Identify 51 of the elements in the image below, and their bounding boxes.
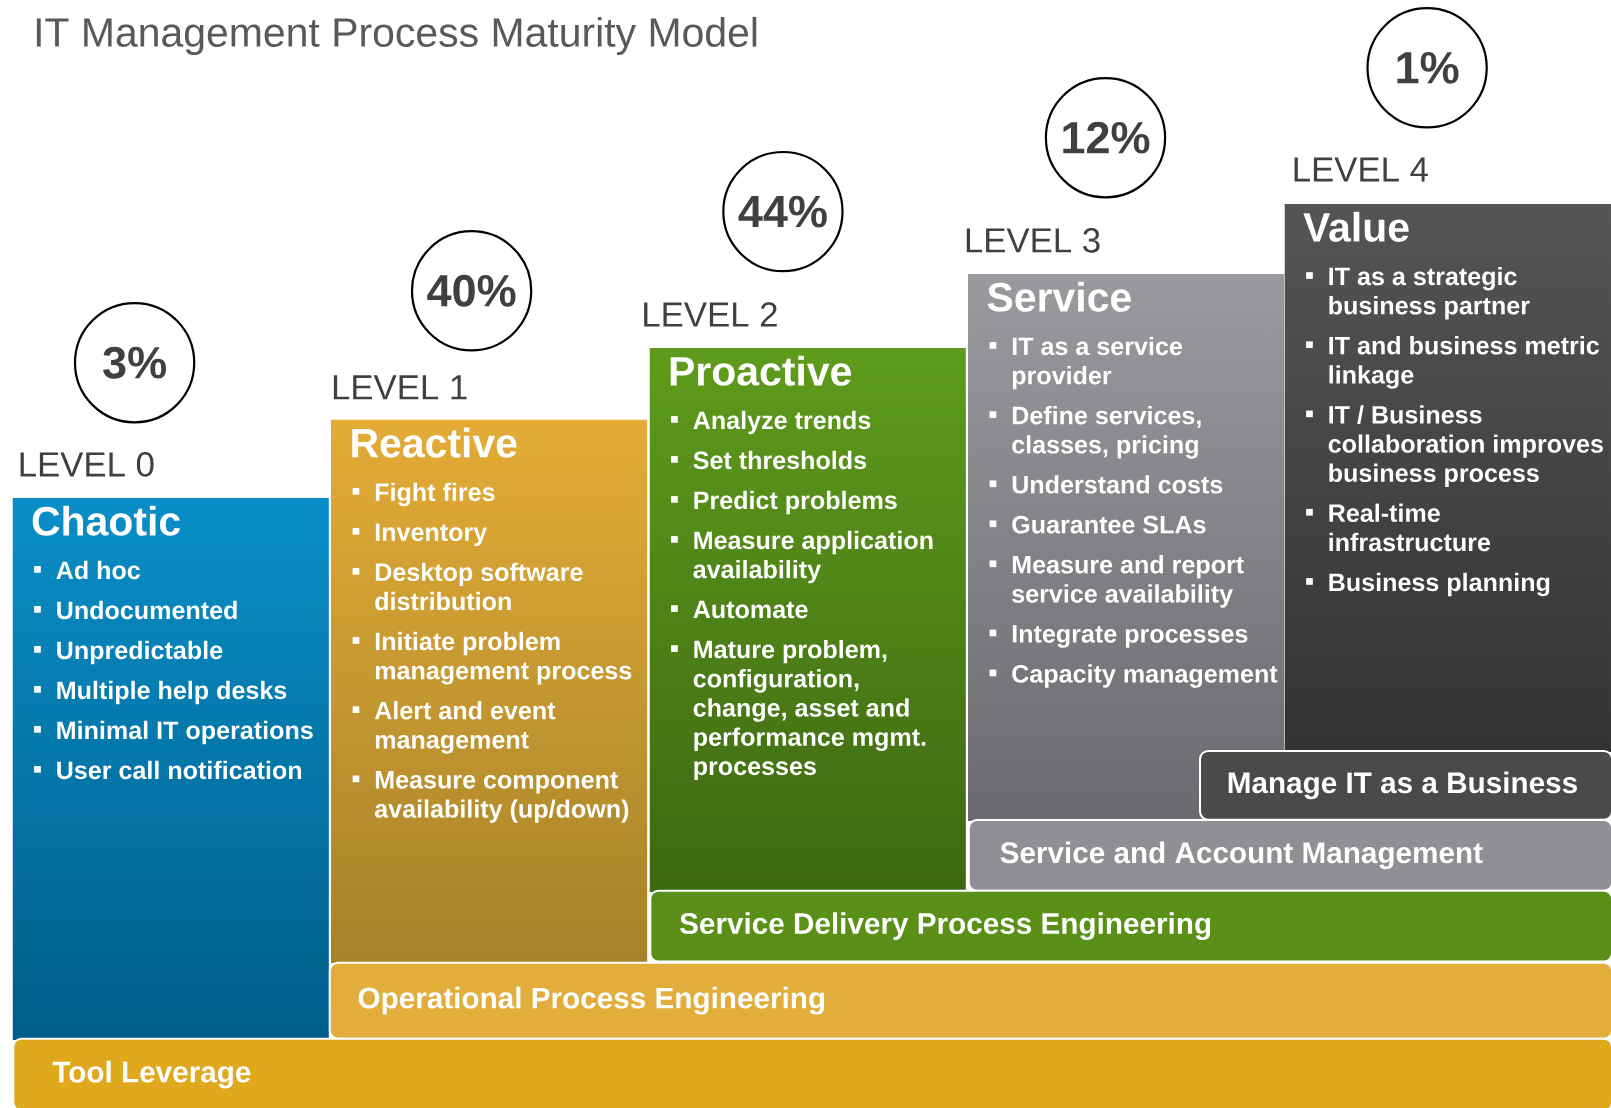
list-item: Ad hoc	[34, 560, 141, 580]
list-item: Measure application availability	[671, 530, 933, 584]
process-band: Operational Process Engineering	[328, 961, 1611, 1040]
level-column	[670, 355, 933, 781]
list-item: Unpredictable	[34, 640, 223, 665]
column-heading: Service	[987, 281, 1131, 312]
list-item: Business planning	[1306, 572, 1550, 597]
list-item: IT / Business collaboration improves business process	[1306, 405, 1603, 487]
list-item: Predict problems	[671, 490, 897, 515]
list-item: Analyze trends	[671, 410, 871, 435]
list-item: Inventory	[352, 523, 488, 547]
list-item: Desktop software distribution	[352, 562, 583, 611]
level-label: LEVEL 4	[1294, 157, 1428, 182]
column-heading: Reactive	[352, 427, 517, 458]
level-column	[1303, 211, 1603, 597]
list-item: Measure and report service availability	[989, 555, 1244, 608]
list-item: IT as a service provider	[989, 336, 1182, 390]
list-item: Minimal IT operations	[34, 720, 313, 745]
list-item: Initiate problem management process	[352, 631, 632, 685]
column-heading: Chaotic	[32, 505, 180, 536]
list-item: Guarantee SLAs	[989, 515, 1206, 534]
list-item: Alert and event management	[352, 701, 556, 754]
list-item: Capacity management	[989, 664, 1278, 688]
level-label: LEVEL 1	[333, 375, 467, 400]
level-column	[32, 505, 313, 780]
level-label: LEVEL 2	[644, 302, 777, 327]
level-label: LEVEL 3	[966, 228, 1100, 253]
list-item: Fight fires	[352, 482, 495, 507]
level-label: LEVEL 0	[20, 452, 154, 477]
list-item: IT and business metric linkage	[1306, 336, 1600, 389]
column-heading: Value	[1303, 211, 1409, 242]
list-item: Define services, classes, pricing	[989, 405, 1201, 459]
list-item: Mature problem, configuration, change, asset and performance mgmt. processes	[671, 639, 926, 781]
list-item: IT as a strategic business partner	[1306, 266, 1530, 320]
list-item: User call notification	[34, 760, 302, 780]
column-heading: Proactive	[670, 355, 851, 386]
list-item: Real-time infrastructure	[1306, 503, 1491, 552]
list-item: Multiple help desks	[34, 680, 287, 705]
process-band: Manage IT as a Business	[1199, 750, 1611, 821]
list-item: Integrate processes	[989, 625, 1248, 648]
list-item: Undocumented	[34, 600, 237, 620]
list-item: Understand costs	[989, 475, 1223, 494]
process-band: Service Delivery Process Engineering	[649, 889, 1611, 963]
process-band: Tool Leverage	[12, 1037, 1611, 1108]
list-item: Automate	[671, 600, 808, 619]
list-item: Measure component availability (up/down)	[352, 771, 629, 823]
title: IT Management Process Maturity Model	[36, 16, 757, 56]
level-column	[352, 427, 632, 823]
list-item: Set thresholds	[671, 450, 867, 470]
level-column	[987, 281, 1278, 688]
process-band: Service and Account Management	[967, 818, 1611, 892]
